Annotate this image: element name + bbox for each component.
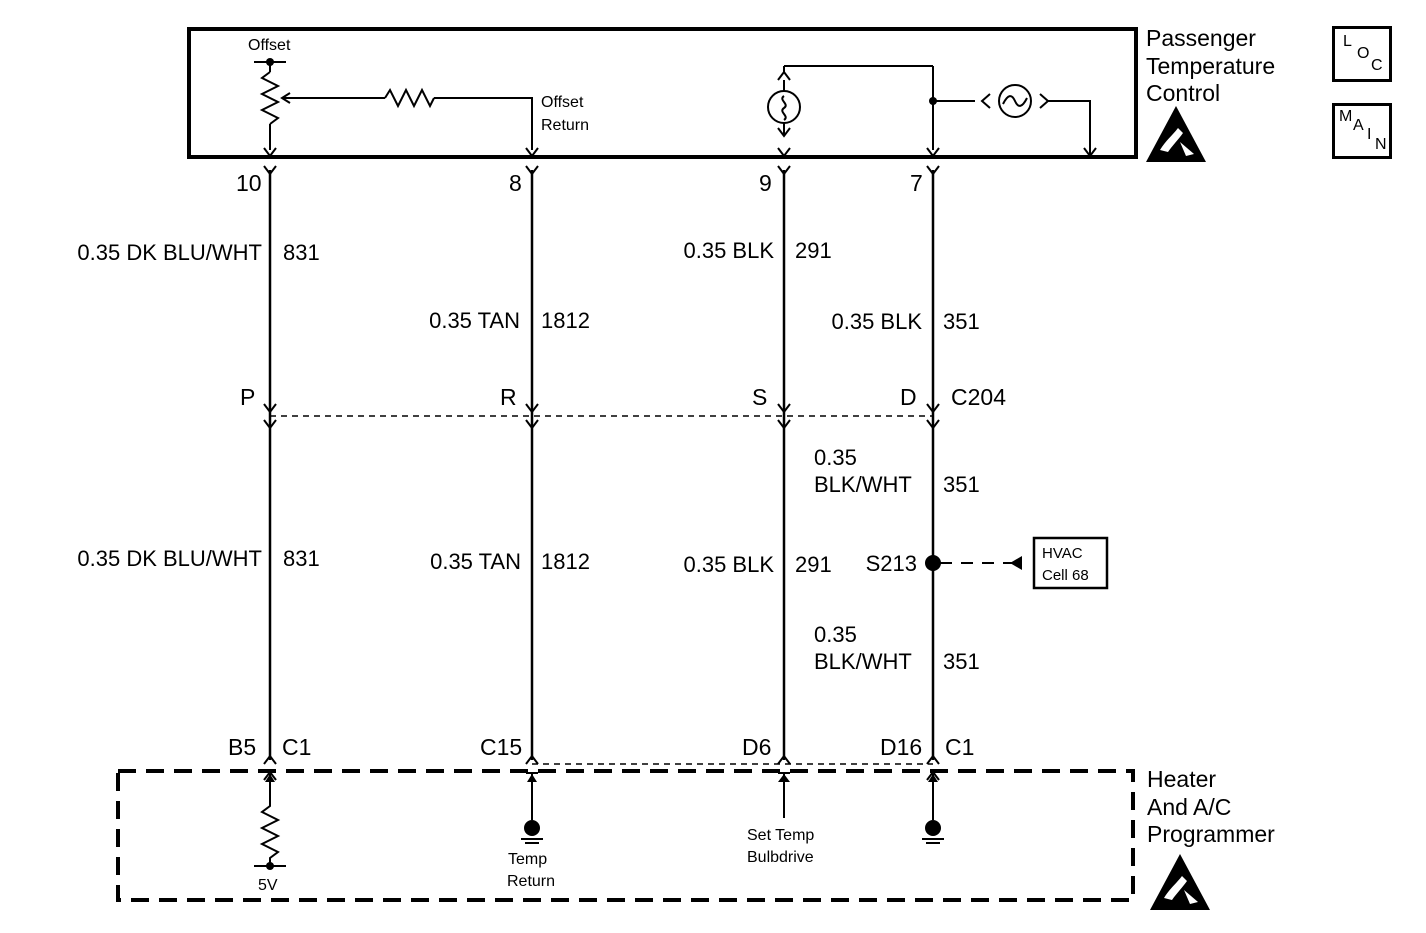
offset-return-line2: Return [541, 117, 589, 134]
circuit-351-mid: 351 [943, 472, 980, 497]
top-title-line3: Control [1146, 80, 1220, 106]
wire-label-351-mid-line2: BLK/WHT [814, 472, 912, 497]
five-v-resistor [254, 774, 286, 867]
wire-label-831-lower: 0.35 DK BLU/WHT [77, 546, 262, 571]
temp-return-ground-dot [524, 820, 540, 836]
bulb-element [933, 84, 1097, 158]
circuit-1812-upper: 1812 [541, 308, 590, 333]
top-pin-10: 10 [236, 170, 262, 196]
bottom-title-line1: Heater [1147, 766, 1216, 792]
set-temp-line1: Set Temp [747, 827, 814, 844]
sensor-junction-dot [929, 97, 937, 105]
wire-label-291-upper: 0.35 BLK [683, 238, 774, 263]
top-title-line1: Passenger [1146, 25, 1256, 51]
inline-pin-d: D [900, 384, 917, 410]
bottom-title-line3: Programmer [1147, 821, 1275, 847]
five-v-dot [266, 862, 274, 870]
c204-pin-symbols [263, 403, 940, 430]
circuit-351-upper: 351 [943, 309, 980, 334]
top-pin-9: 9 [759, 170, 772, 196]
right-ground-dot [925, 820, 941, 836]
connector-c204: C204 [951, 384, 1006, 410]
offset-return-line1: Offset [541, 94, 584, 111]
splice-ref-arrowhead [1010, 556, 1022, 570]
bottom-title-line2: And A/C [1147, 794, 1231, 820]
top-pin-8: 8 [509, 170, 522, 196]
temp-return-line1: Temp [508, 851, 547, 868]
set-temp-arrowhead [778, 774, 790, 782]
inline-pin-s: S [752, 384, 767, 410]
circuit-1812-lower: 1812 [541, 549, 590, 574]
main-button[interactable]: M A I N [1332, 103, 1392, 159]
bottom-pin-d6: D6 [742, 734, 771, 760]
s213-splice-dot[interactable] [925, 555, 941, 571]
top-pin-7: 7 [910, 170, 923, 196]
temp-return-arrowhead [527, 774, 537, 782]
bottom-pin-c15: C15 [480, 734, 522, 760]
temperature-sensor [767, 65, 934, 150]
main-letter-a: A [1353, 117, 1364, 134]
circuit-831-lower: 831 [283, 546, 320, 571]
wire-label-1812-lower: 0.35 TAN [430, 549, 521, 574]
loc-letter-l: L [1343, 33, 1352, 50]
offset-label: Offset [248, 37, 291, 54]
top-title-line2: Temperature [1146, 53, 1275, 79]
inline-pin-r: R [500, 384, 517, 410]
wire-label-351-lower-line1: 0.35 [814, 622, 857, 647]
esd-warning-icon-top [1146, 106, 1206, 162]
wire-label-831-upper: 0.35 DK BLU/WHT [77, 240, 262, 265]
hvac-ref-line2: Cell 68 [1042, 567, 1089, 584]
esd-warning-icon-bottom [1150, 854, 1210, 910]
offset-potentiometer [254, 61, 533, 150]
circuit-291-lower: 291 [795, 552, 832, 577]
five-v-label: 5V [258, 877, 278, 894]
loc-letter-o: O [1357, 45, 1370, 62]
offset-junction-dot [266, 58, 274, 66]
hvac-ref-line1: HVAC [1042, 545, 1083, 562]
inline-pin-p: P [240, 384, 255, 410]
main-letter-i: I [1367, 126, 1372, 143]
circuit-831-upper: 831 [283, 240, 320, 265]
passenger-temp-control-box [187, 27, 1138, 159]
main-letter-n: N [1375, 136, 1387, 153]
main-letter-m: M [1339, 108, 1353, 125]
temp-return-line2: Return [507, 873, 555, 890]
splice-s213-label: S213 [866, 551, 917, 576]
loc-letter-c: C [1371, 57, 1383, 74]
loc-button[interactable]: L O C [1332, 26, 1392, 82]
right-ground-arrowhead [928, 774, 938, 782]
c1-pin-symbols [263, 754, 940, 781]
wire-label-351-lower-line2: BLK/WHT [814, 649, 912, 674]
bottom-pin-b5: B5 [228, 734, 256, 760]
heater-ac-programmer-box [116, 769, 1135, 902]
circuit-291-upper: 291 [795, 238, 832, 263]
five-v-arrowhead [265, 774, 275, 782]
hvac-cell-ref-box[interactable] [1032, 536, 1109, 590]
wire-label-351-upper: 0.35 BLK [831, 309, 922, 334]
wire-label-291-lower: 0.35 BLK [683, 552, 774, 577]
top-pin-symbols [263, 147, 940, 176]
connector-c1-left: C1 [282, 734, 311, 760]
wire-label-351-mid-line1: 0.35 [814, 445, 857, 470]
wire-label-1812-upper: 0.35 TAN [429, 308, 520, 333]
connector-c1-right: C1 [945, 734, 974, 760]
bottom-pin-d16: D16 [880, 734, 922, 760]
circuit-351-lower: 351 [943, 649, 980, 674]
set-temp-line2: Bulbdrive [747, 849, 814, 866]
